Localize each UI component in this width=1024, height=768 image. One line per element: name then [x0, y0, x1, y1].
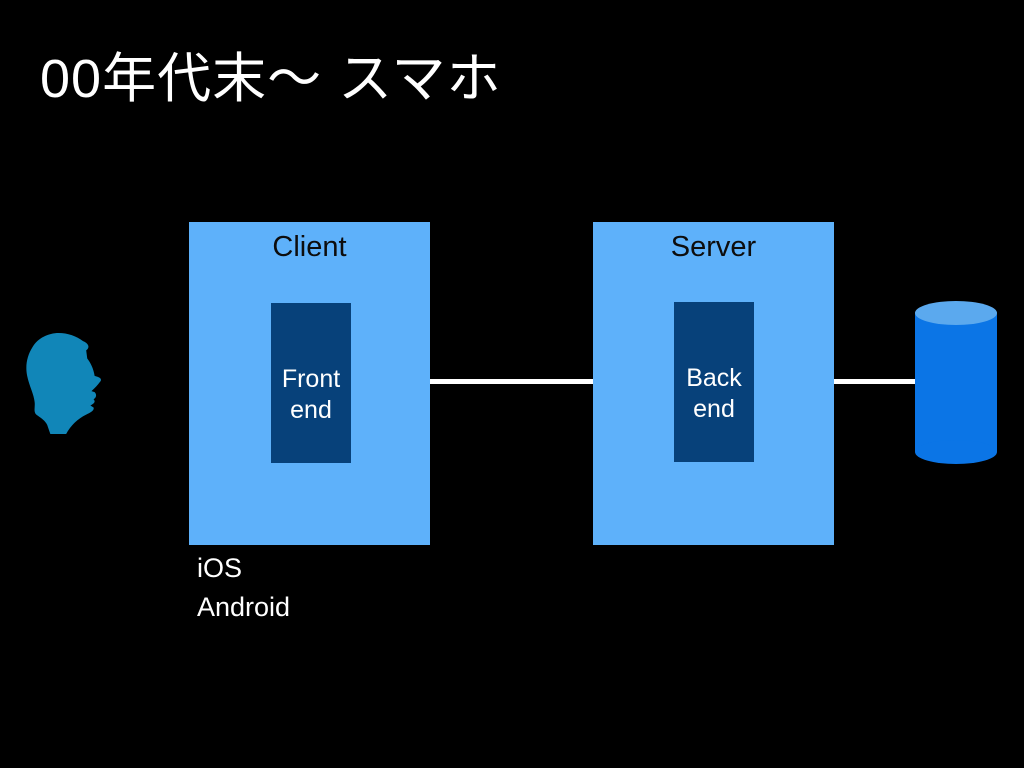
database-top [915, 301, 997, 325]
client-server-connector [430, 379, 593, 384]
database-body [915, 313, 997, 452]
client-platforms-caption: iOS Android [197, 549, 290, 627]
server-box-label: Server [670, 231, 757, 263]
backend-label-line1: Back [686, 364, 742, 392]
server-database-connector [834, 379, 915, 384]
user-profile-icon-shape [26, 333, 101, 434]
caption-line-android: Android [197, 592, 291, 622]
database-cylinder-icon [915, 301, 997, 464]
client-box-label: Client [272, 231, 347, 263]
slide-title: 00年代末～ スマホ [40, 49, 502, 109]
caption-line-ios: iOS [197, 553, 243, 583]
user-profile-icon [26, 333, 101, 434]
backend-label-line2: end [693, 395, 735, 423]
backend-box: Back end [674, 302, 754, 462]
database-bottom [915, 440, 997, 464]
frontend-box: Front end [271, 303, 351, 463]
frontend-label-line2: end [290, 396, 332, 424]
server-box: Server Back end [593, 222, 834, 545]
frontend-label-line1: Front [281, 365, 341, 393]
client-box: Client Front end [189, 222, 430, 545]
